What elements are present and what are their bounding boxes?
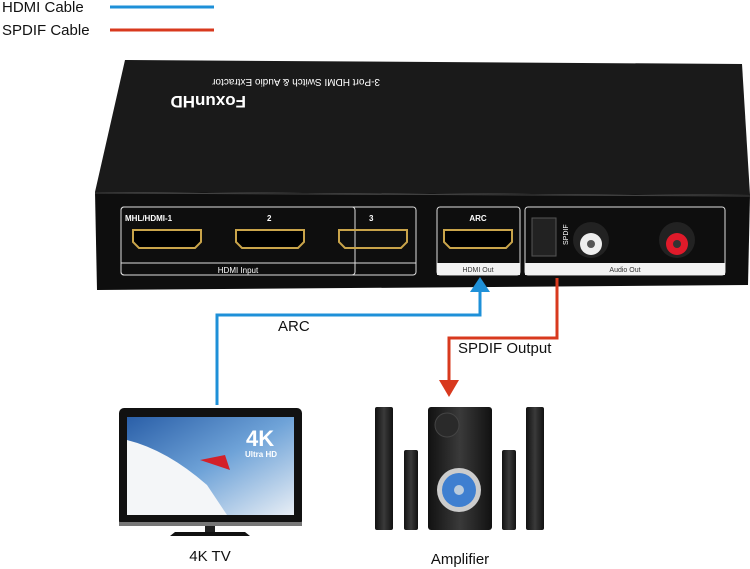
hdmi-port-1: [132, 229, 202, 249]
arrow-up-icon: [470, 277, 490, 292]
device-brand-logo: FoxunHD: [170, 92, 246, 111]
hdmi-port-2: [235, 229, 305, 249]
spdif-cable: [439, 278, 559, 397]
amplifier-image: [375, 407, 544, 530]
tv-4k-badge: 4K: [246, 426, 274, 451]
hdmi-switch-device: 3-Port HDMI Switch & Audio Extractor Fox…: [94, 60, 750, 290]
legend-hdmi-label: HDMI Cable: [2, 0, 84, 16]
port-label-arc: ARC: [469, 214, 487, 223]
spdif-optical-port: [531, 217, 557, 257]
legend-spdif-label: SPDIF Cable: [2, 22, 90, 39]
spdif-port-label: SPDIF: [563, 224, 570, 245]
amplifier-caption: Amplifier: [431, 551, 489, 568]
legend: HDMI Cable SPDIF Cable: [2, 0, 214, 39]
audio-out-label: Audio Out: [609, 267, 640, 274]
rca-red-port: [659, 222, 695, 258]
device-subtitle: 3-Port HDMI Switch & Audio Extractor: [211, 76, 380, 87]
spdif-output-label: SPDIF Output: [458, 340, 552, 357]
arc-connection-label: ARC: [278, 318, 310, 335]
hdmi-arc-cable: [215, 277, 490, 405]
hdmi-port-3: [338, 229, 408, 249]
tv-image: 4K Ultra HD: [119, 408, 302, 536]
tv-ultra-hd-badge: Ultra HD: [245, 450, 277, 459]
hdmi-out-label: HDMI Out: [462, 267, 493, 274]
port-label-hdmi-2: 2: [267, 214, 272, 223]
hdmi-out-port: [443, 229, 513, 249]
port-label-hdmi-3: 3: [369, 214, 374, 223]
arrow-down-icon: [439, 380, 459, 397]
tv-caption: 4K TV: [189, 548, 230, 565]
hdmi-input-label: HDMI Input: [218, 266, 259, 275]
rca-white-port: [573, 222, 609, 258]
port-label-hdmi-1: MHL/HDMI-1: [125, 214, 173, 223]
